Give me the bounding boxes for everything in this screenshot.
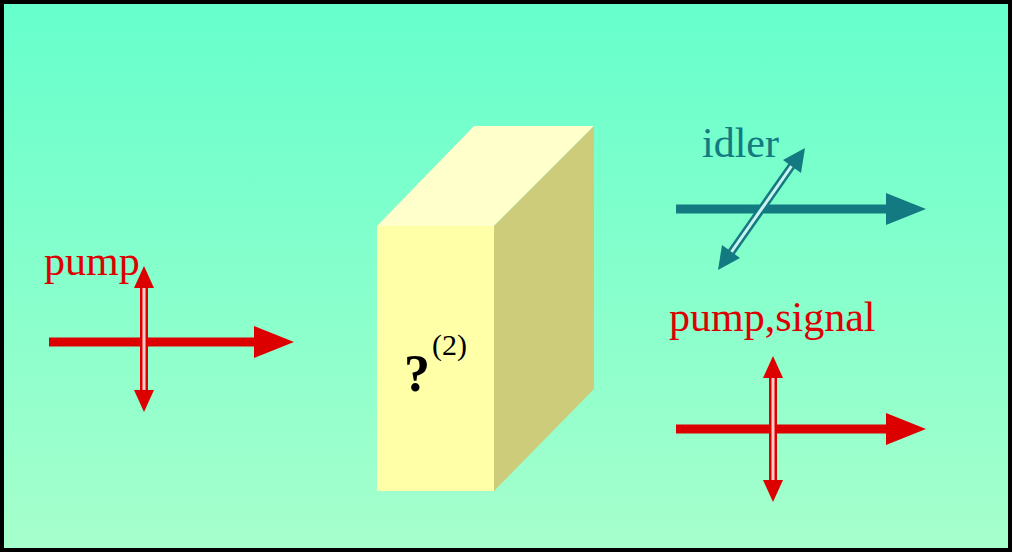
arrow-head [886, 413, 926, 445]
arrow-head [886, 193, 926, 225]
beam-label: pump [44, 240, 140, 282]
crystal-side [494, 126, 594, 491]
polarization-arrow [763, 356, 783, 502]
crystal-front [377, 226, 494, 491]
chi-symbol: ? [404, 348, 430, 400]
order-superscript: (2) [432, 330, 467, 360]
output-beam [676, 425, 892, 434]
arrow-head [254, 326, 294, 358]
illustration [4, 4, 1012, 552]
beam-label: idler [702, 122, 779, 164]
polarization-arrow [134, 266, 154, 412]
beam-label: pump,signal [669, 296, 876, 338]
pump-beam [49, 338, 262, 347]
idler-beam [676, 205, 892, 214]
crystal-node: ?(2) [377, 226, 494, 491]
polarization-arrow [718, 148, 805, 270]
